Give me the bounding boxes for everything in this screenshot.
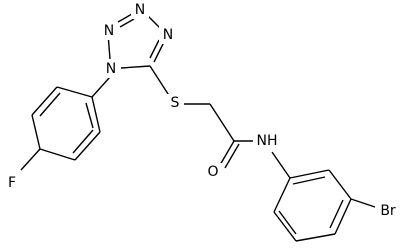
bond-n3-n4 <box>147 15 161 29</box>
fp-bond-3 <box>39 148 76 161</box>
fp-bond-5 <box>31 86 58 116</box>
bp-bond-2 <box>328 169 352 200</box>
bond-n4-c5-double <box>153 41 165 63</box>
atom-sulfur: S <box>171 95 180 111</box>
bond-n2-n3-double <box>119 18 135 28</box>
fp-double-2 <box>39 92 61 117</box>
bond-carbonyl-o-double <box>224 143 240 169</box>
bp-bond-5 <box>273 211 297 242</box>
bond-aryl-f <box>20 148 41 171</box>
fp-bond-1 <box>91 96 101 133</box>
fp-double-1 <box>72 129 94 154</box>
atom-n4: N <box>163 27 173 43</box>
bond-c5-n1 <box>120 65 151 69</box>
fp-bond-4 <box>31 114 41 150</box>
bp-bond-6 <box>273 177 291 213</box>
atom-oxygen: O <box>207 164 218 180</box>
bp-double-2 <box>329 199 344 229</box>
bp-double-1 <box>292 176 326 185</box>
bond-aryl-br <box>350 198 379 209</box>
bp-bond-4 <box>295 233 336 242</box>
atom-n2: N <box>104 23 114 39</box>
atom-bromine: Br <box>380 203 396 219</box>
fp-bond-6 <box>56 86 93 98</box>
bond-c5-s <box>149 65 171 98</box>
bp-double-3 <box>278 210 297 235</box>
atom-n1: N <box>106 61 116 77</box>
bond-nh-aryl <box>271 151 291 179</box>
atom-n3: N <box>135 2 145 18</box>
bp-bond-1 <box>289 169 330 179</box>
bond-n1-aryl <box>91 76 111 98</box>
bond-carbonyl-o <box>219 140 235 166</box>
atom-amide-nh: NH <box>257 133 278 149</box>
bp-bond-3 <box>334 198 352 235</box>
fp-bond-2 <box>74 131 101 161</box>
bond-ch2-carbonyl <box>209 103 235 142</box>
bond-n2-n3 <box>117 13 133 23</box>
fp-double-3 <box>85 102 94 129</box>
atom-fluorine: F <box>8 175 16 191</box>
bond-n4-c5-inner <box>149 39 160 59</box>
